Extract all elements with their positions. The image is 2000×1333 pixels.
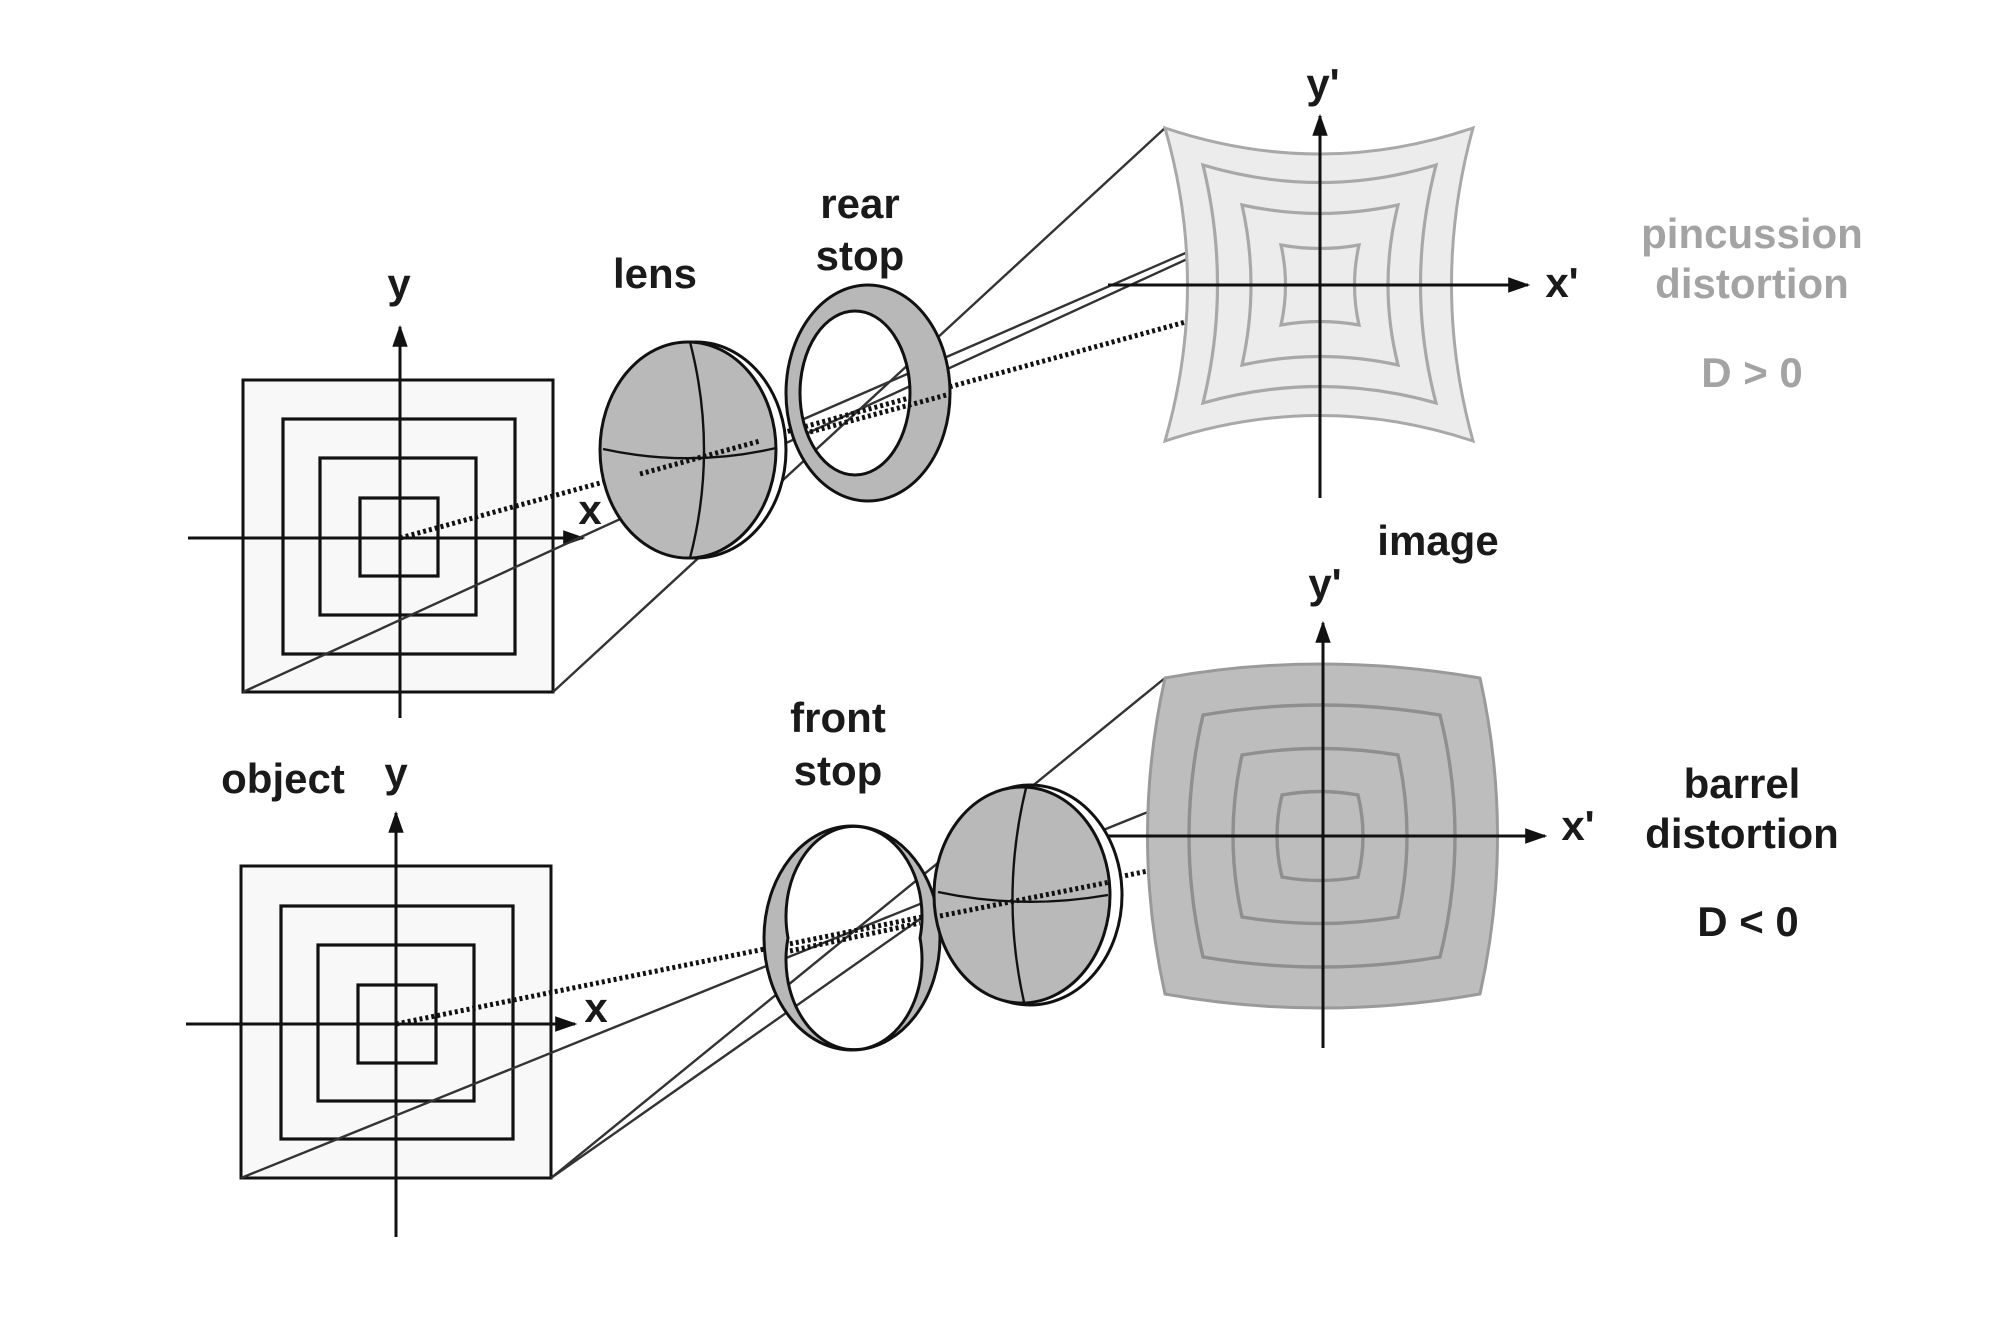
bottom-front-stop	[762, 824, 942, 1052]
top-image-y-label: y'	[1306, 60, 1339, 107]
barrel-section: object y x front stop y' x' barrel disto…	[186, 560, 1839, 1237]
top-object-x-label: x	[578, 486, 602, 533]
bottom-object-x-label: x	[584, 984, 608, 1031]
barrel-condition: D < 0	[1697, 898, 1799, 945]
bottom-image-y-label: y'	[1308, 560, 1341, 607]
pincushion-image	[1108, 113, 1531, 498]
barrel-label-line2: distortion	[1645, 810, 1839, 857]
bottom-image-x-label: x'	[1561, 802, 1594, 849]
pincushion-condition: D > 0	[1701, 349, 1803, 396]
front-stop-label-line2: stop	[794, 747, 883, 794]
pincushion-label-line2: distortion	[1655, 260, 1849, 307]
top-object-y-label: y	[387, 260, 411, 307]
barrel-image	[1108, 620, 1548, 1048]
lens-label: lens	[613, 250, 697, 297]
pincushion-label-line1: pincussion	[1641, 210, 1863, 257]
rear-stop-label-line2: stop	[816, 232, 905, 279]
top-image-x-label: x'	[1545, 259, 1578, 306]
rear-stop-label-line1: rear	[820, 180, 899, 227]
object-label: object	[221, 755, 345, 802]
bottom-object-plane	[186, 810, 578, 1237]
bottom-chief-ray	[395, 833, 1321, 1027]
front-stop-label-line1: front	[790, 694, 886, 741]
top-object-plane	[188, 324, 586, 718]
pincushion-section: y x lens rear stop y' x' pincussion dist…	[188, 60, 1863, 718]
image-label: image	[1377, 517, 1498, 564]
barrel-label-line1: barrel	[1684, 760, 1801, 807]
bottom-lens	[932, 783, 1124, 1007]
top-lens	[598, 340, 788, 560]
bottom-object-y-label: y	[384, 749, 408, 796]
top-rear-stop	[784, 283, 952, 503]
